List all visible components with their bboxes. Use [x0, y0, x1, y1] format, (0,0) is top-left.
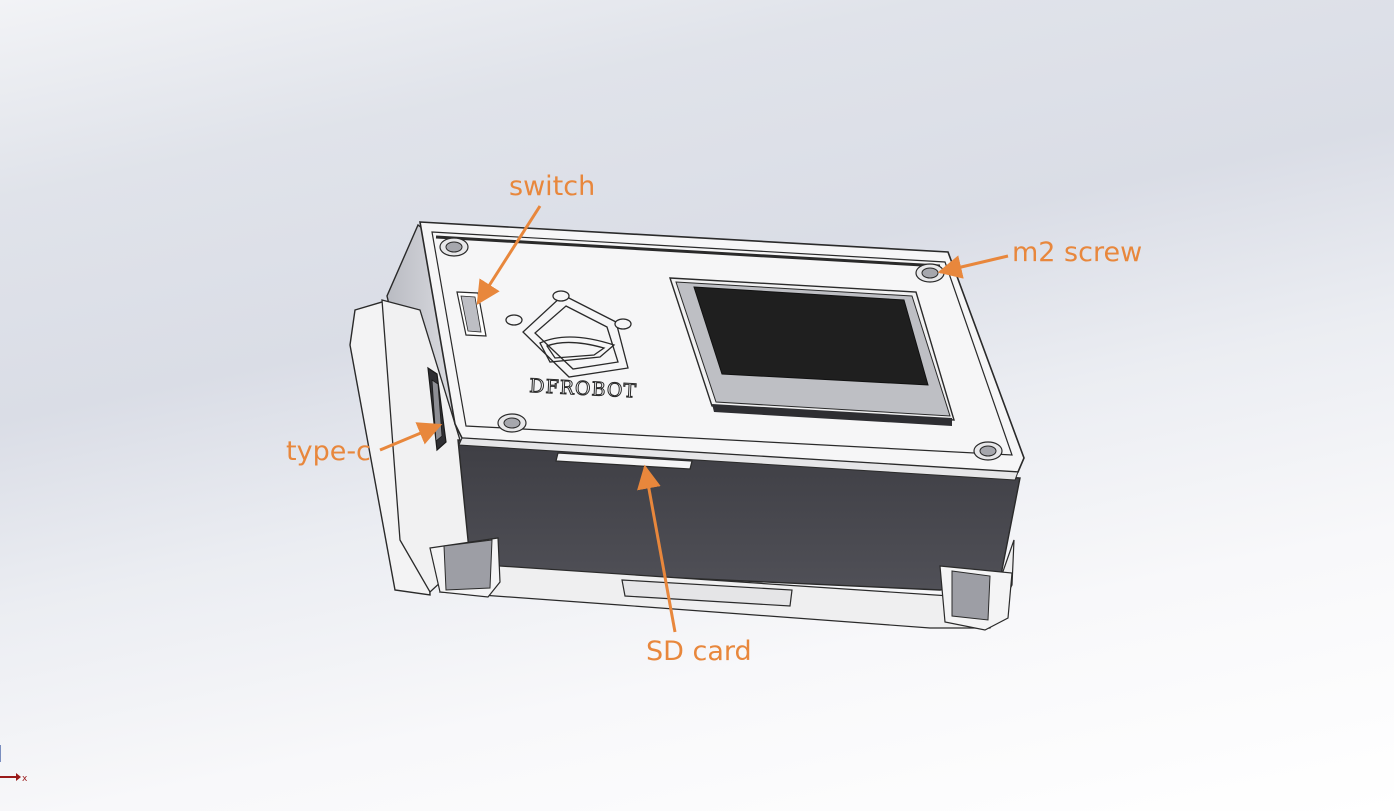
display-screen [669, 277, 955, 426]
screw-hole-top-left [439, 237, 469, 257]
foot-left-inner [443, 539, 493, 591]
leader-type-c [379, 422, 443, 452]
bottom-slot [621, 579, 793, 607]
foot-right-inner [951, 570, 991, 621]
lid-rim [431, 231, 1013, 456]
bottom-tray [438, 539, 1015, 629]
screw-hole-top-right [915, 263, 945, 283]
lid-rim-shadow [435, 235, 941, 268]
coordinate-triad-icon: x [0, 745, 28, 784]
callout-switch: switch [509, 171, 596, 202]
screw-hole-bottom-left [497, 413, 527, 433]
logo-text: DFROBOT [529, 375, 638, 403]
callout-sd-card: SD card [646, 636, 752, 667]
leader-sd-card [637, 464, 677, 633]
leader-m2-screw [937, 254, 1009, 279]
dfrobot-logo-icon [505, 290, 632, 378]
screw-hole-bottom-right [973, 441, 1003, 461]
callout-m2-screw: m2 screw [1012, 237, 1143, 268]
lid-front-edge [458, 437, 1019, 481]
callout-type-c: type-c [286, 436, 371, 467]
triad-x-label: x [22, 774, 28, 784]
leader-switch [476, 205, 542, 306]
